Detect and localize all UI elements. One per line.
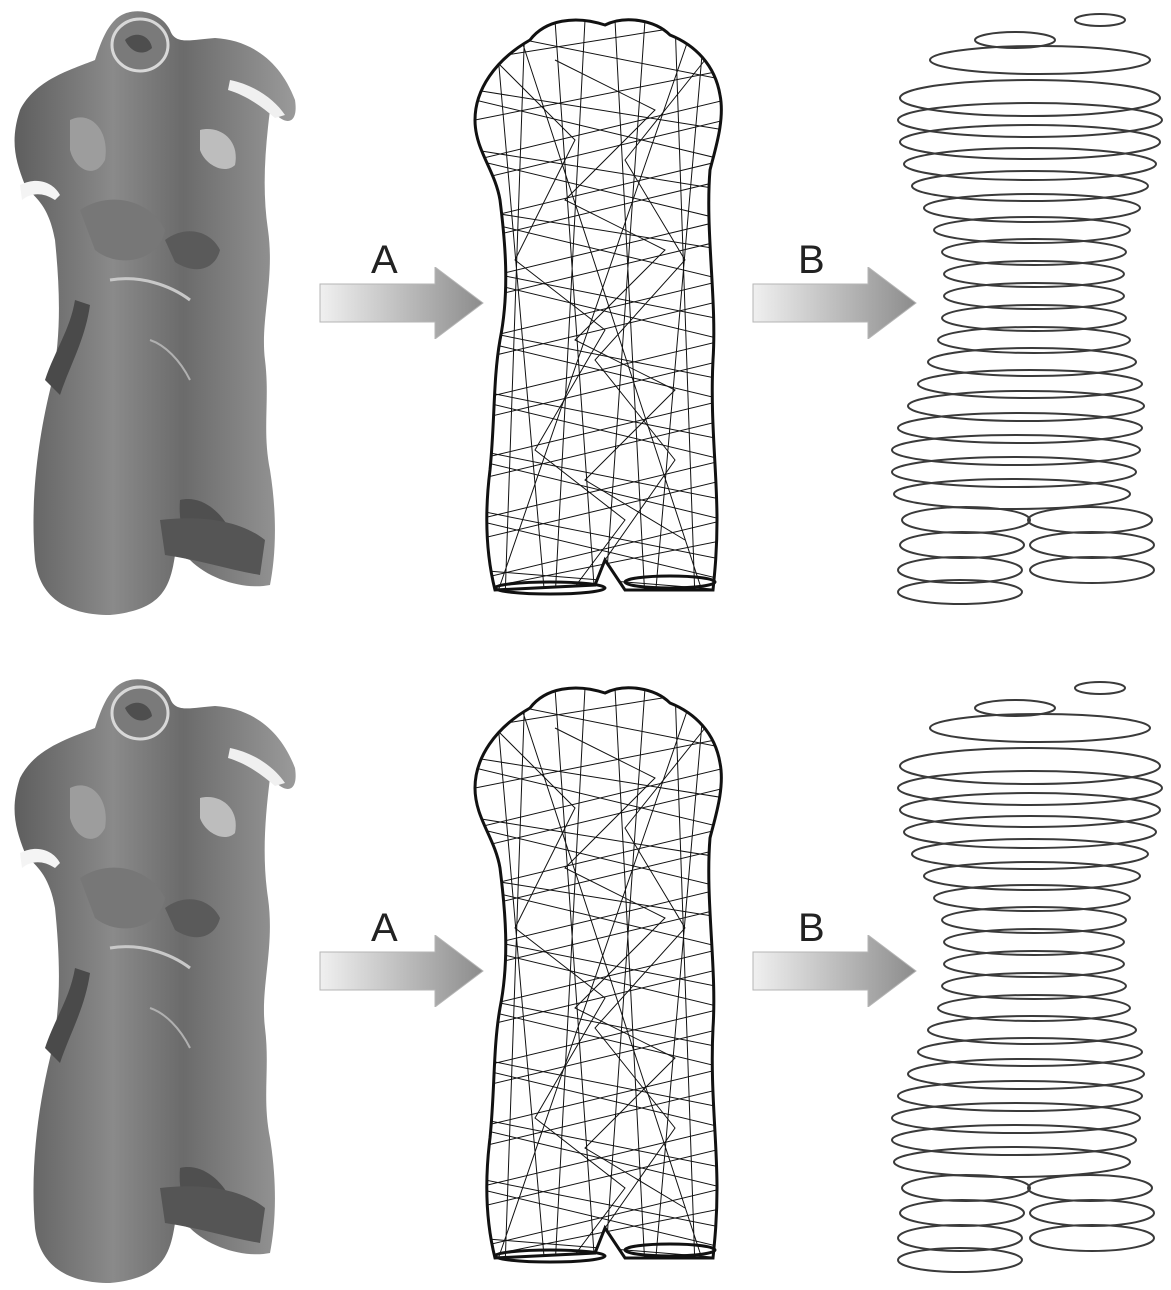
contour-slice-stack [880,0,1171,620]
shaded-torso-model [0,668,300,1288]
contour-slices-image [880,0,1171,620]
pipeline-row-top: A [0,0,1171,620]
wireframe-torso-mesh [455,668,745,1288]
shaded-torso-model [0,0,300,620]
shaded-torso-image [0,0,300,620]
wireframe-torso-mesh [455,0,745,620]
pipeline-row-bottom: A [0,668,1171,1288]
torso-silhouette [15,679,296,1283]
wireframe-torso-image [455,0,745,620]
wireframe-torso-image [455,668,745,1288]
shaded-torso-image [0,668,300,1288]
contour-slices-image [880,668,1171,1288]
torso-silhouette [15,11,296,615]
contour-slice-stack [880,668,1171,1288]
